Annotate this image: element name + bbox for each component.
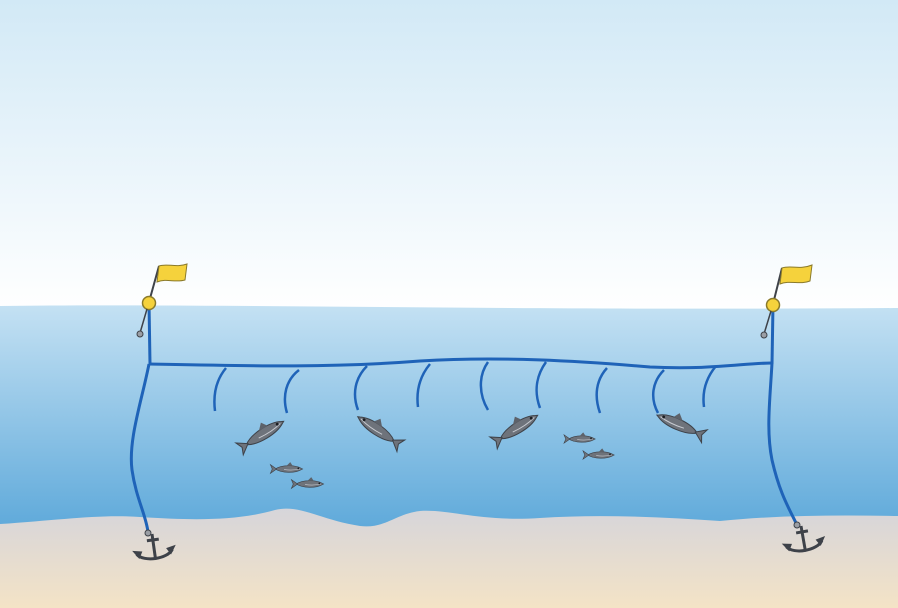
right-anchor-line: [767, 362, 799, 526]
branch-line: [479, 361, 490, 411]
seabed: [0, 508, 898, 608]
left-float: [136, 263, 188, 365]
right-float: [760, 264, 813, 365]
left-anchor: [128, 529, 179, 565]
branch-line: [416, 363, 431, 408]
branch-line: [283, 369, 300, 414]
branch-line: [595, 367, 608, 414]
sky: [0, 0, 898, 312]
branch-line: [213, 367, 227, 412]
buoy-icon: [141, 295, 157, 311]
left-anchor-line: [129, 363, 151, 533]
branch-lines: [213, 361, 717, 414]
right-anchor: [777, 520, 829, 557]
flag-icon: [779, 264, 813, 285]
branch-line: [353, 365, 368, 411]
buoy-icon: [765, 297, 781, 313]
sea-water: [0, 305, 898, 530]
branch-line: [535, 361, 548, 409]
main-line: [148, 357, 773, 370]
flag-icon: [156, 263, 188, 283]
branch-line: [702, 365, 717, 408]
branch-line: [651, 369, 665, 414]
